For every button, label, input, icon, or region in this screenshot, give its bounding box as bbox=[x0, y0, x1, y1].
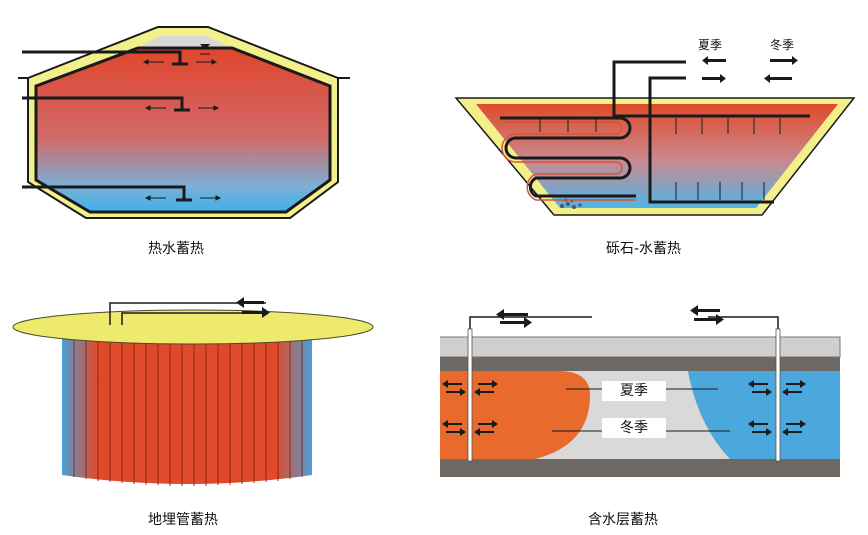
borehole-storage-panel: 地埋管蓄热 bbox=[0, 285, 430, 531]
aquifer-summer-label: 夏季 bbox=[602, 381, 666, 401]
winter-label: 冬季 bbox=[770, 38, 795, 52]
hot-water-storage-panel: 热水蓄热 bbox=[0, 0, 430, 265]
diffuser-arrows bbox=[539, 118, 781, 200]
summer-label: 夏季 bbox=[698, 38, 723, 52]
pit-water-body bbox=[476, 104, 838, 208]
gravel-water-storage-panel: 夏季 冬季 砾石-水蓄热 bbox=[440, 0, 868, 265]
aquifer-storage-panel: 夏季 冬季 含水层蓄热 bbox=[417, 285, 868, 531]
bidirectional-arrow-icon bbox=[142, 59, 222, 201]
warm-well-flow-arrows bbox=[442, 380, 498, 436]
gravel-water-caption: 砾石-水蓄热 bbox=[606, 241, 682, 257]
gravel-icon bbox=[560, 198, 582, 209]
coil-pipe bbox=[500, 116, 636, 198]
borehole-field-diagram bbox=[12, 297, 374, 486]
borehole-caption: 地埋管蓄热 bbox=[148, 512, 218, 528]
aquifer-caption: 含水层蓄热 bbox=[588, 512, 658, 528]
bidirectional-arrow-icon bbox=[236, 297, 270, 318]
borehole-pipes bbox=[73, 333, 303, 486]
water-level-icon bbox=[200, 44, 210, 50]
cold-well bbox=[775, 328, 781, 462]
borehole-cylinder bbox=[62, 330, 312, 484]
hot-water-tank-diagram bbox=[18, 26, 350, 219]
warm-well bbox=[467, 328, 473, 462]
cold-well-flow-arrows bbox=[748, 380, 806, 436]
aquifer-winter-label: 冬季 bbox=[602, 418, 666, 438]
gravel-water-pit-diagram bbox=[454, 56, 856, 216]
aquifer-diagram bbox=[417, 305, 841, 477]
bidirectional-arrow-icon bbox=[496, 305, 724, 328]
summer-arrow-icon bbox=[702, 56, 726, 83]
hot-water-caption: 热水蓄热 bbox=[148, 241, 204, 257]
borehole-top-disc bbox=[12, 309, 374, 345]
winter-arrow-icon bbox=[764, 56, 798, 83]
aquifer-transition-zone bbox=[535, 371, 730, 459]
tank-water-body bbox=[34, 46, 332, 214]
